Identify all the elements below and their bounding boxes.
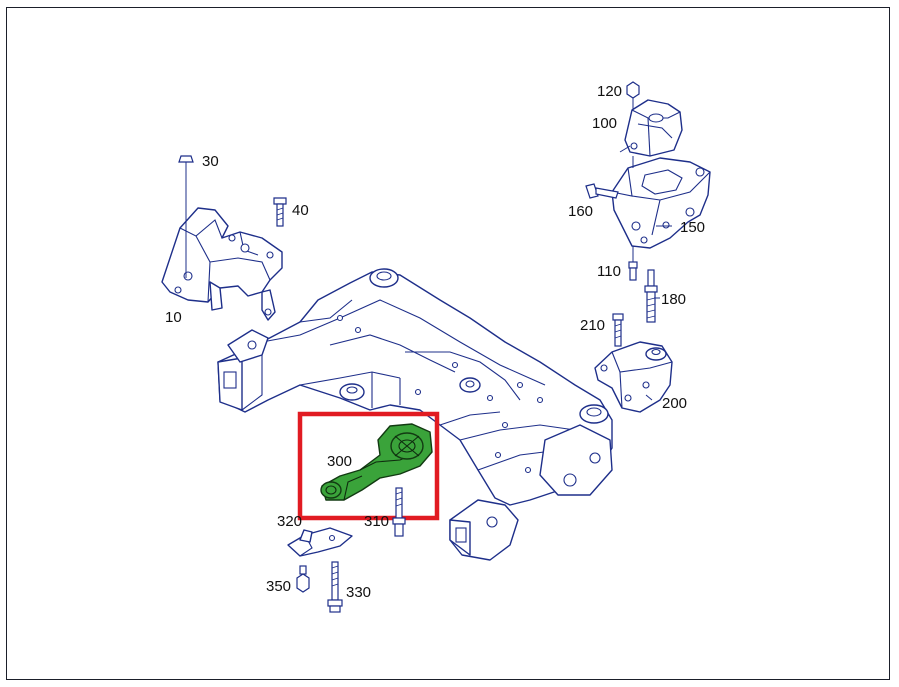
label-30: 30 [202,153,219,170]
nut-120[interactable] [626,81,640,110]
label-320: 320 [277,513,302,530]
label-350: 350 [266,578,291,595]
label-10: 10 [165,309,182,326]
label-310: 310 [364,513,389,530]
part-320-bracket[interactable] [287,527,353,557]
bolt-40[interactable] [273,197,287,227]
label-120: 120 [597,83,622,100]
label-210: 210 [580,317,605,334]
label-200: 200 [662,395,687,412]
part-300-torque-rod[interactable] [320,423,433,501]
part-150-bracket[interactable] [611,157,711,249]
bolt-30[interactable] [178,155,194,278]
leader-lines [619,145,672,401]
highlight-box [297,411,440,521]
label-180: 180 [661,291,686,308]
bolt-180[interactable] [644,269,658,323]
bolt-310[interactable] [392,487,406,537]
label-100: 100 [592,115,617,132]
diagram-frame [6,7,890,680]
label-160: 160 [568,203,593,220]
bolt-350[interactable] [296,565,310,593]
bolt-160[interactable] [585,183,619,199]
part-10-mount-bracket[interactable] [161,207,283,321]
part-100-engine-mount[interactable] [624,99,683,157]
bolt-110[interactable] [628,246,638,281]
subframe[interactable] [217,268,613,561]
label-300: 300 [327,453,352,470]
bolt-330[interactable] [327,561,343,613]
label-150: 150 [680,219,705,236]
label-110: 110 [597,263,621,280]
label-40: 40 [292,202,309,219]
label-330: 330 [346,584,371,601]
bolt-210[interactable] [612,313,624,347]
part-200-mount[interactable] [594,341,673,413]
